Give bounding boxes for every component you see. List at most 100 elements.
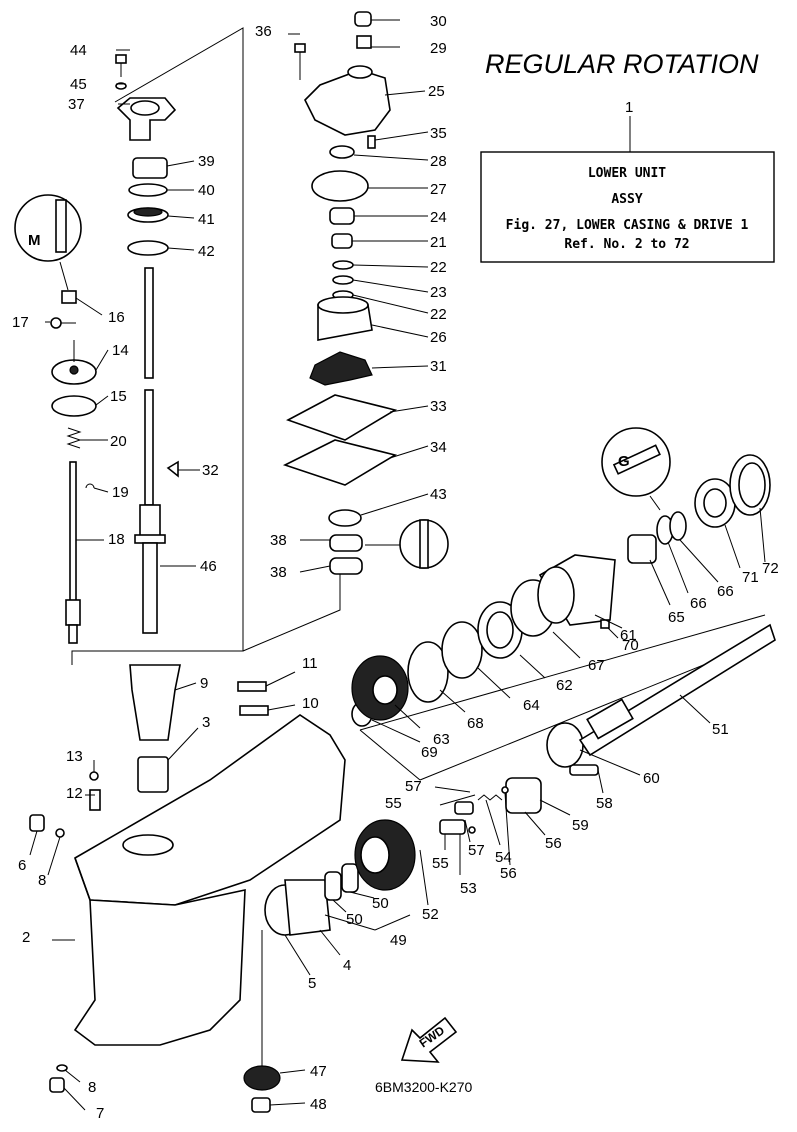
callout-51: 51 [712,721,729,738]
part-bearing-65 [627,534,657,564]
callout-57b: 57 [468,842,485,859]
info-box-frame [480,151,775,263]
callout-55a: 55 [385,795,402,812]
part-plug-7 [49,1077,65,1093]
callout-10: 10 [302,695,319,712]
callout-7: 7 [96,1105,104,1122]
part-plug-6 [29,814,45,832]
callout-3: 3 [202,714,210,731]
callout-11: 11 [302,655,318,672]
part-bearing-50a [324,871,342,901]
part-pin-55a [454,801,474,815]
callout-50a: 50 [346,911,363,928]
part-shift-rod-18 [65,461,81,644]
detail-circle-j [365,519,449,569]
callout-59: 59 [572,817,589,834]
callout-30: 30 [430,13,447,30]
callout-43: 43 [430,486,447,503]
part-pin-32 [166,460,179,478]
part-impeller-31 [309,351,373,386]
callout-66b: 66 [717,583,734,600]
part-grommet-30 [354,11,372,27]
callout-69: 69 [421,744,438,761]
info-box: 1 LOWER UNIT ASSY Fig. 27, LOWER CASING … [480,99,775,263]
part-gasket-8a [55,828,65,838]
part-pinion-47 [243,1065,281,1091]
part-propeller-shaft-51 [578,623,776,757]
callout-34: 34 [430,439,447,456]
part-pin-58 [569,764,599,776]
callout-5: 5 [308,975,316,992]
callout-18: 18 [108,531,125,548]
part-bearing-3 [137,756,169,793]
detail-circle-g: G [601,427,671,511]
part-oring-42 [127,240,169,256]
diagram-title: REGULAR ROTATION [485,49,759,79]
callout-13: 13 [66,748,83,765]
svg-text:G: G [618,453,630,470]
callout-64: 64 [523,697,540,714]
part-plunger-53 [439,819,466,835]
callout-66a: 66 [690,595,707,612]
part-ball-56 [501,786,509,794]
part-cap-16 [61,290,77,304]
callout-6: 6 [18,857,26,874]
info-box-line4: Ref. No. 2 to 72 [564,237,689,252]
callout-40: 40 [198,182,215,199]
callout-20: 20 [110,433,127,450]
callout-4: 4 [343,957,351,974]
part-seal-66b [669,511,687,541]
part-drive-shaft-46 [134,267,166,634]
callout-56b: 56 [500,865,517,882]
callout-29: 29 [430,40,447,57]
callout-50b: 50 [372,895,389,912]
part-clip-19 [85,483,95,489]
callout-55b: 55 [432,855,449,872]
part-bearing-38a [329,534,363,552]
diagram-code: 6BM3200-K270 [375,1079,473,1095]
part-bearing-62 [477,601,523,659]
part-seal-21 [331,233,353,249]
callout-65: 65 [668,609,685,626]
callout-54: 54 [495,849,512,866]
callout-31: 31 [430,358,447,375]
part-housing-37 [116,97,177,141]
part-ring-nut-72 [729,454,771,516]
callout-19: 19 [112,484,129,501]
callout-52: 52 [422,906,439,923]
part-pump-housing-25 [304,65,391,136]
part-screw-17 [50,317,76,329]
callout-numbers: 2 3 4 5 6 7 8 8 9 10 11 12 13 14 15 16 1… [12,13,779,1122]
part-lock-washer-71 [694,478,736,528]
callout-32: 32 [202,462,219,479]
callout-39: 39 [198,153,215,170]
part-washer-23 [332,275,354,285]
part-pin-35 [367,135,376,149]
callout-leaders [29,19,766,1111]
info-box-line2: ASSY [611,192,642,207]
callout-67: 67 [588,657,605,674]
part-collar-29 [356,35,372,49]
part-sleeve-9 [129,664,181,741]
detail-circle-m: M [14,194,82,291]
part-gasket-8b [56,1064,68,1072]
callout-62: 62 [556,677,573,694]
callout-26: 26 [430,329,447,346]
part-seal-24 [329,207,355,225]
part-seal-41 [127,207,169,223]
forward-arrow: FWD [400,1016,458,1063]
callout-22a: 22 [430,259,447,276]
callout-41: 41 [198,211,215,228]
callout-35: 35 [430,125,447,142]
part-dowel-11 [237,681,267,692]
callout-47: 47 [310,1063,327,1080]
callout-56a: 56 [545,835,562,852]
part-dog-clutch-59 [505,777,542,814]
callout-14: 14 [112,342,129,359]
callout-57a: 57 [405,778,422,795]
part-gasket-34 [282,439,398,486]
callout-16: 16 [108,309,125,326]
callout-58: 58 [596,795,613,812]
